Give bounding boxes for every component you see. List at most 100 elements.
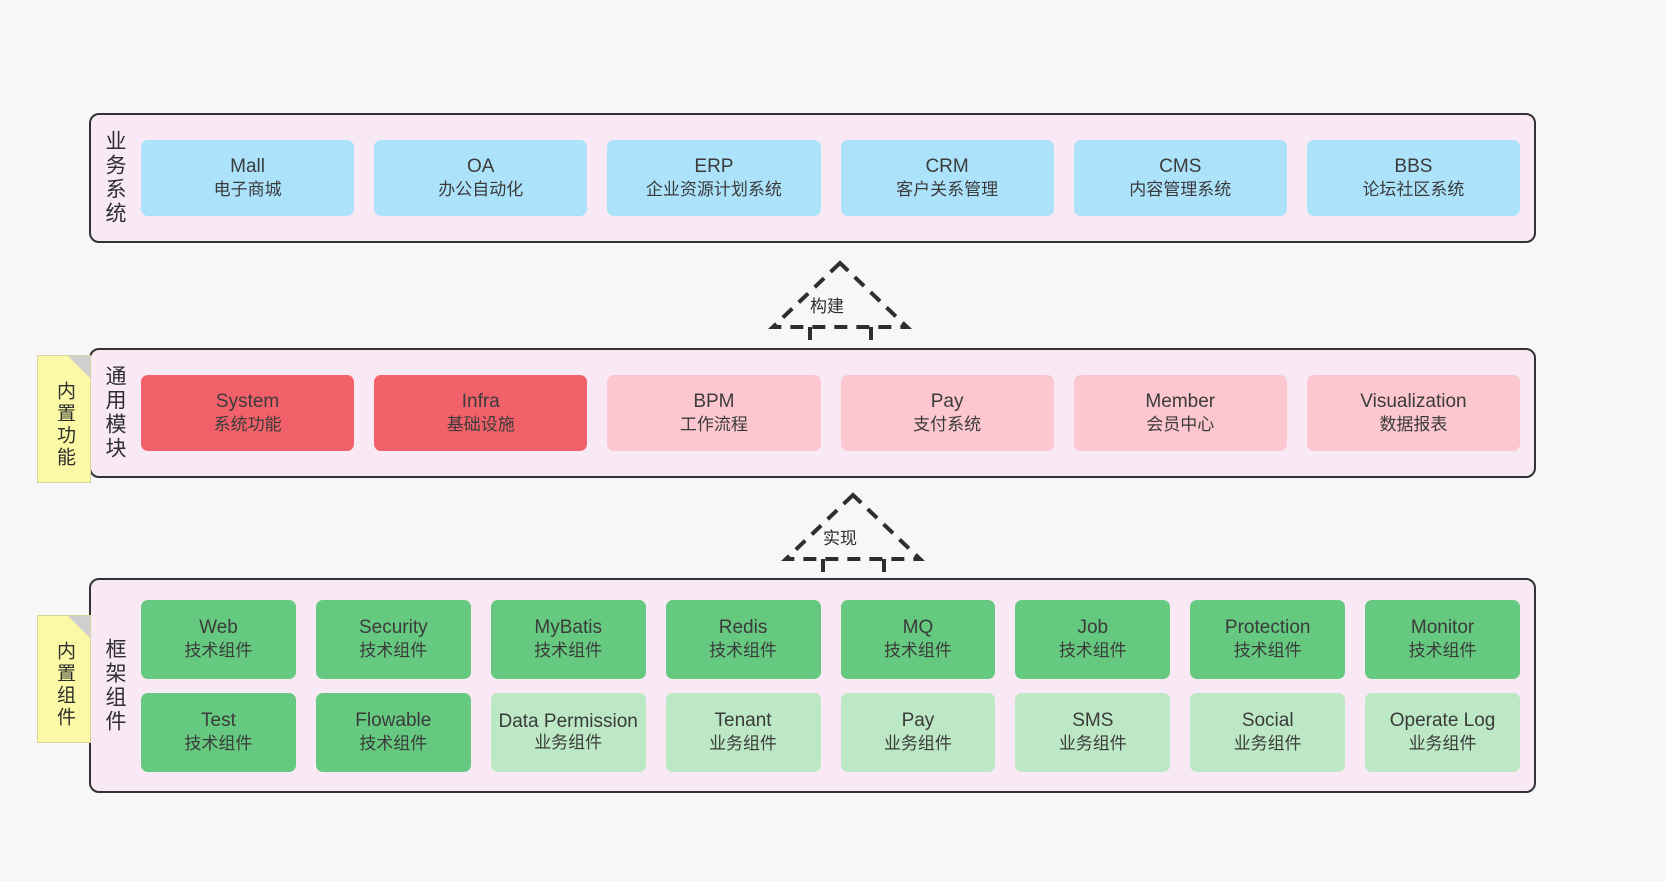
implement-arrow-label: 实现 — [823, 529, 857, 548]
node-security[interactable]: Security 技术组件 — [315, 599, 471, 679]
node-member[interactable]: Member 会员中心 — [1073, 375, 1287, 451]
node-subtitle: 业务组件 — [534, 732, 603, 752]
node-data-permission[interactable]: Data Permission 业务组件 — [490, 692, 646, 772]
node-title: Member — [1145, 391, 1216, 413]
node-web[interactable]: Web 技术组件 — [141, 599, 296, 679]
node-subtitle: 业务组件 — [1233, 734, 1302, 754]
node-title: OA — [467, 156, 495, 178]
note-label: 内置组件 — [53, 641, 75, 729]
node-title: Social — [1241, 710, 1294, 732]
node-subtitle: 业务组件 — [883, 734, 952, 754]
node-bpm[interactable]: BPM 工作流程 — [607, 375, 821, 451]
node-title: Security — [358, 617, 428, 639]
node-title: BPM — [693, 391, 735, 413]
node-social[interactable]: Social 业务组件 — [1190, 692, 1346, 772]
node-title: MQ — [902, 617, 934, 639]
node-subtitle: 技术组件 — [1233, 641, 1302, 661]
node-sms[interactable]: SMS 业务组件 — [1015, 692, 1171, 772]
node-oa[interactable]: OA 办公自动化 — [374, 140, 588, 216]
node-title: ERP — [694, 156, 734, 178]
node-title: Job — [1077, 617, 1109, 639]
node-title: Protection — [1224, 617, 1311, 639]
node-mybatis[interactable]: MyBatis 技术组件 — [490, 599, 646, 679]
node-erp[interactable]: ERP 企业资源计划系统 — [607, 140, 821, 216]
node-title: Infra — [461, 391, 500, 413]
node-title: Operate Log — [1389, 710, 1496, 732]
layer-body-framework-component: Web 技术组件 Security 技术组件 MyBatis 技术组件 Redi… — [137, 580, 1534, 791]
note-fold-icon — [68, 616, 90, 638]
node-flowable[interactable]: Flowable 技术组件 — [315, 692, 471, 772]
node-title: Data Permission — [498, 710, 638, 732]
node-title: CMS — [1159, 156, 1202, 178]
node-subtitle: 企业资源计划系统 — [645, 180, 782, 200]
node-crm[interactable]: CRM 客户关系管理 — [840, 140, 1054, 216]
node-row: System 系统功能 Infra 基础设施 BPM 工作流程 Pay 支付系统… — [141, 375, 1521, 451]
node-row: Test 技术组件 Flowable 技术组件 Data Permission … — [141, 692, 1520, 772]
node-title: MyBatis — [534, 617, 602, 639]
node-title: Test — [201, 710, 236, 732]
node-title: CRM — [925, 156, 969, 178]
node-subtitle: 技术组件 — [184, 641, 253, 661]
node-title: Web — [199, 617, 238, 639]
node-job[interactable]: Job 技术组件 — [1015, 599, 1171, 679]
node-title: Mall — [230, 156, 265, 178]
node-title: Pay — [901, 710, 935, 732]
node-title: BBS — [1394, 156, 1433, 178]
node-bbs[interactable]: BBS 论坛社区系统 — [1306, 140, 1521, 216]
node-subtitle: 数据报表 — [1379, 415, 1448, 435]
node-subtitle: 技术组件 — [359, 641, 428, 661]
node-subtitle: 会员中心 — [1146, 415, 1215, 435]
node-title: Pay — [930, 391, 964, 413]
layer-business-system: 业务系统 Mall 电子商城 OA 办公自动化 ERP 企业资源计划系统 CRM… — [89, 113, 1536, 243]
layer-common-module: 通用模块 System 系统功能 Infra 基础设施 BPM 工作流程 Pay… — [89, 348, 1536, 478]
node-monitor[interactable]: Monitor 技术组件 — [1365, 599, 1520, 679]
node-subtitle: 业务组件 — [709, 734, 778, 754]
node-subtitle: 技术组件 — [1058, 641, 1127, 661]
node-subtitle: 技术组件 — [883, 641, 952, 661]
layer-label-business-system: 业务系统 — [103, 130, 127, 226]
node-cms[interactable]: CMS 内容管理系统 — [1073, 140, 1287, 216]
node-subtitle: 基础设施 — [446, 415, 515, 435]
node-subtitle: 系统功能 — [213, 415, 282, 435]
node-subtitle: 客户关系管理 — [896, 180, 999, 200]
node-subtitle: 业务组件 — [1408, 734, 1477, 754]
node-title: Monitor — [1410, 617, 1475, 639]
node-pay[interactable]: Pay 支付系统 — [840, 375, 1054, 451]
node-pay-component[interactable]: Pay 业务组件 — [840, 692, 996, 772]
node-subtitle: 技术组件 — [534, 641, 603, 661]
node-row: Mall 电子商城 OA 办公自动化 ERP 企业资源计划系统 CRM 客户关系… — [141, 140, 1521, 216]
note-builtin-feature: 内置功能 — [37, 355, 91, 483]
node-title: Flowable — [355, 710, 432, 732]
node-infra[interactable]: Infra 基础设施 — [374, 375, 588, 451]
node-title: System — [215, 391, 280, 413]
node-mall[interactable]: Mall 电子商城 — [141, 140, 355, 216]
node-subtitle: 支付系统 — [913, 415, 982, 435]
node-subtitle: 内容管理系统 — [1129, 180, 1232, 200]
node-subtitle: 技术组件 — [1408, 641, 1477, 661]
layer-body-business-system: Mall 电子商城 OA 办公自动化 ERP 企业资源计划系统 CRM 客户关系… — [137, 115, 1534, 241]
node-tenant[interactable]: Tenant 业务组件 — [665, 692, 821, 772]
note-fold-icon — [68, 356, 90, 378]
node-system[interactable]: System 系统功能 — [141, 375, 355, 451]
node-test[interactable]: Test 技术组件 — [141, 692, 296, 772]
node-protection[interactable]: Protection 技术组件 — [1190, 599, 1346, 679]
node-title: Redis — [718, 617, 768, 639]
layer-framework-component: 框架组件 Web 技术组件 Security 技术组件 MyBatis 技术组件… — [89, 578, 1536, 793]
generalization-arrow-icon — [768, 260, 912, 350]
node-subtitle: 论坛社区系统 — [1362, 180, 1465, 200]
implement-arrow — [768, 487, 948, 582]
node-subtitle: 业务组件 — [1058, 734, 1127, 754]
layer-label-framework-component: 框架组件 — [103, 637, 127, 734]
node-mq[interactable]: MQ 技术组件 — [840, 599, 996, 679]
node-title: Tenant — [714, 710, 772, 732]
node-redis[interactable]: Redis 技术组件 — [665, 599, 821, 679]
node-visualization[interactable]: Visualization 数据报表 — [1306, 375, 1521, 451]
node-subtitle: 电子商城 — [213, 180, 282, 200]
node-subtitle: 技术组件 — [709, 641, 778, 661]
node-subtitle: 办公自动化 — [438, 180, 524, 200]
node-subtitle: 技术组件 — [184, 734, 253, 754]
node-operate-log[interactable]: Operate Log 业务组件 — [1365, 692, 1520, 772]
node-row: Web 技术组件 Security 技术组件 MyBatis 技术组件 Redi… — [141, 599, 1520, 679]
layer-label-common-module: 通用模块 — [103, 365, 127, 461]
